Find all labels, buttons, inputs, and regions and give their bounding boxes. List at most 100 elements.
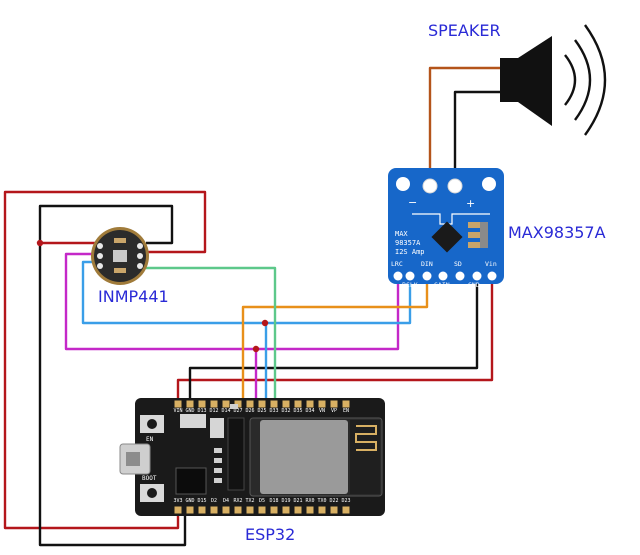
boot-button: BOOT (140, 475, 164, 502)
esp32-bottom-pad-gnd (186, 506, 194, 514)
esp32-shield (260, 420, 348, 494)
esp32-top-pad-d33 (270, 400, 278, 408)
esp32-bottom-pin-label-d5: D5 (259, 498, 265, 504)
esp32-top-pin-label-d26: D26 (245, 408, 254, 414)
esp32-top-pad-d34 (306, 400, 314, 408)
mount-hole (396, 177, 410, 191)
esp32-bottom-pad-d21 (294, 506, 302, 514)
esp32-top-pin-label-vin: VIN (173, 408, 182, 414)
esp32-top-pad-d35 (294, 400, 302, 408)
amp-title-1: MAX (395, 230, 408, 238)
esp32-top-pin-label-d32: D32 (281, 408, 290, 414)
amp-title-2: 98357A (395, 239, 421, 247)
junction-red-center (261, 319, 269, 327)
amp-pad-gnd (472, 271, 482, 281)
esp32-top-pad-d12 (210, 400, 218, 408)
en-button: EN (140, 415, 164, 443)
esp32-top-pad-gnd (186, 400, 194, 408)
esp32-top-pin-label-en: EN (343, 408, 349, 414)
esp32-bottom-pad-d4 (222, 506, 230, 514)
amp-pad-gain (438, 271, 448, 281)
smd-component (214, 448, 222, 453)
svg-text:BOOT: BOOT (142, 475, 157, 482)
esp32-bottom-pin-label-d18: D18 (269, 498, 278, 504)
amp-pad-bclk (405, 271, 415, 281)
esp32-bottom-pin-label-d21: D21 (293, 498, 302, 504)
max98357a-board: − + MAX 98357A I2S Amp LRC DIN SD Vin BC… (388, 168, 504, 289)
esp32-bottom-pin-label-d15: D15 (197, 498, 206, 504)
wire-orange-din (241, 277, 429, 402)
esp32-top-pad-en (342, 400, 350, 408)
esp32-bottom-pin-label-rx0: RX0 (305, 498, 314, 504)
esp32-bottom-pin-label-d4: D4 (223, 498, 229, 504)
esp32-bottom-pad-rx0 (306, 506, 314, 514)
esp32-top-pin-label-vn: VN (319, 408, 325, 414)
esp32-top-pad-d13 (198, 400, 206, 408)
mic-pad (97, 243, 103, 249)
smd-component (230, 404, 238, 409)
mic-pad (97, 253, 103, 259)
label-amp: MAX98357A (508, 223, 606, 242)
esp32-bottom-pin-label-3v3: 3V3 (173, 498, 182, 504)
esp32-bottom-pad-3v3 (174, 506, 182, 514)
amp-pad-din (422, 271, 432, 281)
esp32-bottom-pin-label-tx0: TX0 (317, 498, 326, 504)
esp32-led (210, 418, 224, 438)
mic-pad (137, 253, 143, 259)
amp-title-3: I2S Amp (395, 248, 425, 256)
wire-black-gnd (38, 204, 187, 547)
amp-pin-label-gnd: GND (468, 281, 480, 289)
speaker-terminal-plus (447, 178, 463, 194)
amp-minus-sign: − (408, 196, 417, 209)
amp-pad-sd (455, 271, 465, 281)
esp32-bottom-pad-d15 (198, 506, 206, 514)
esp32-top-pin-label-d34: D34 (305, 408, 314, 414)
amp-plus-sign: + (466, 197, 475, 210)
usb-serial-chip (175, 467, 207, 495)
esp32-top-pin-label-d14: D14 (221, 408, 230, 414)
junction-red-left (36, 239, 44, 247)
esp32-top-pin-label-gnd: GND (185, 408, 194, 414)
amp-pad-lrc (393, 271, 403, 281)
esp32-top-pad-d14 (222, 400, 230, 408)
wire-magenta-ws (64, 252, 400, 351)
esp32-top-pin-label-d12: D12 (209, 408, 218, 414)
smd-component (214, 468, 222, 473)
amp-chip (431, 221, 463, 253)
esp32-top-pad-vin (174, 400, 182, 408)
junction-red-d25 (252, 345, 260, 353)
amp-pin-label-din: DIN (421, 260, 433, 268)
amp-pin-label-vin: Vin (485, 260, 497, 268)
esp32-bottom-pin-label-d22: D22 (329, 498, 338, 504)
esp32-top-pin-label-vp: VP (331, 408, 337, 414)
wire-red-vcc (3, 190, 207, 530)
amp-pin-label-lrc: LRC (391, 260, 403, 268)
esp32-bottom-pad-d22 (330, 506, 338, 514)
label-mic: INMP441 (98, 287, 169, 306)
wires (3, 66, 505, 547)
amp-pad-vin (487, 271, 497, 281)
esp32-bottom-pin-label-d19: D19 (281, 498, 290, 504)
esp32-top-pad-d32 (282, 400, 290, 408)
esp32-bottom-pin-label-rx2: RX2 (233, 498, 242, 504)
esp32-top-pad-d25 (258, 400, 266, 408)
mic-element (113, 250, 127, 262)
esp32-top-pin-label-d35: D35 (293, 408, 302, 414)
speaker-icon (500, 24, 607, 136)
amp-pin-label-bclk: BCLK (402, 281, 418, 289)
wire-black-gnd-amp (188, 277, 479, 402)
wire-speaker-plus (453, 90, 505, 185)
mic-pad (97, 263, 103, 269)
esp32-bottom-pad-d2 (210, 506, 218, 514)
esp32-bottom-pin-label-d2: D2 (211, 498, 217, 504)
esp32-top-pad-vp (330, 400, 338, 408)
esp32-bottom-pad-tx2 (246, 506, 254, 514)
speaker-terminal-minus (422, 178, 438, 194)
esp32-bottom-pin-label-d23: D23 (341, 498, 350, 504)
wire-red-vin (176, 277, 494, 402)
smd-component (214, 478, 222, 483)
